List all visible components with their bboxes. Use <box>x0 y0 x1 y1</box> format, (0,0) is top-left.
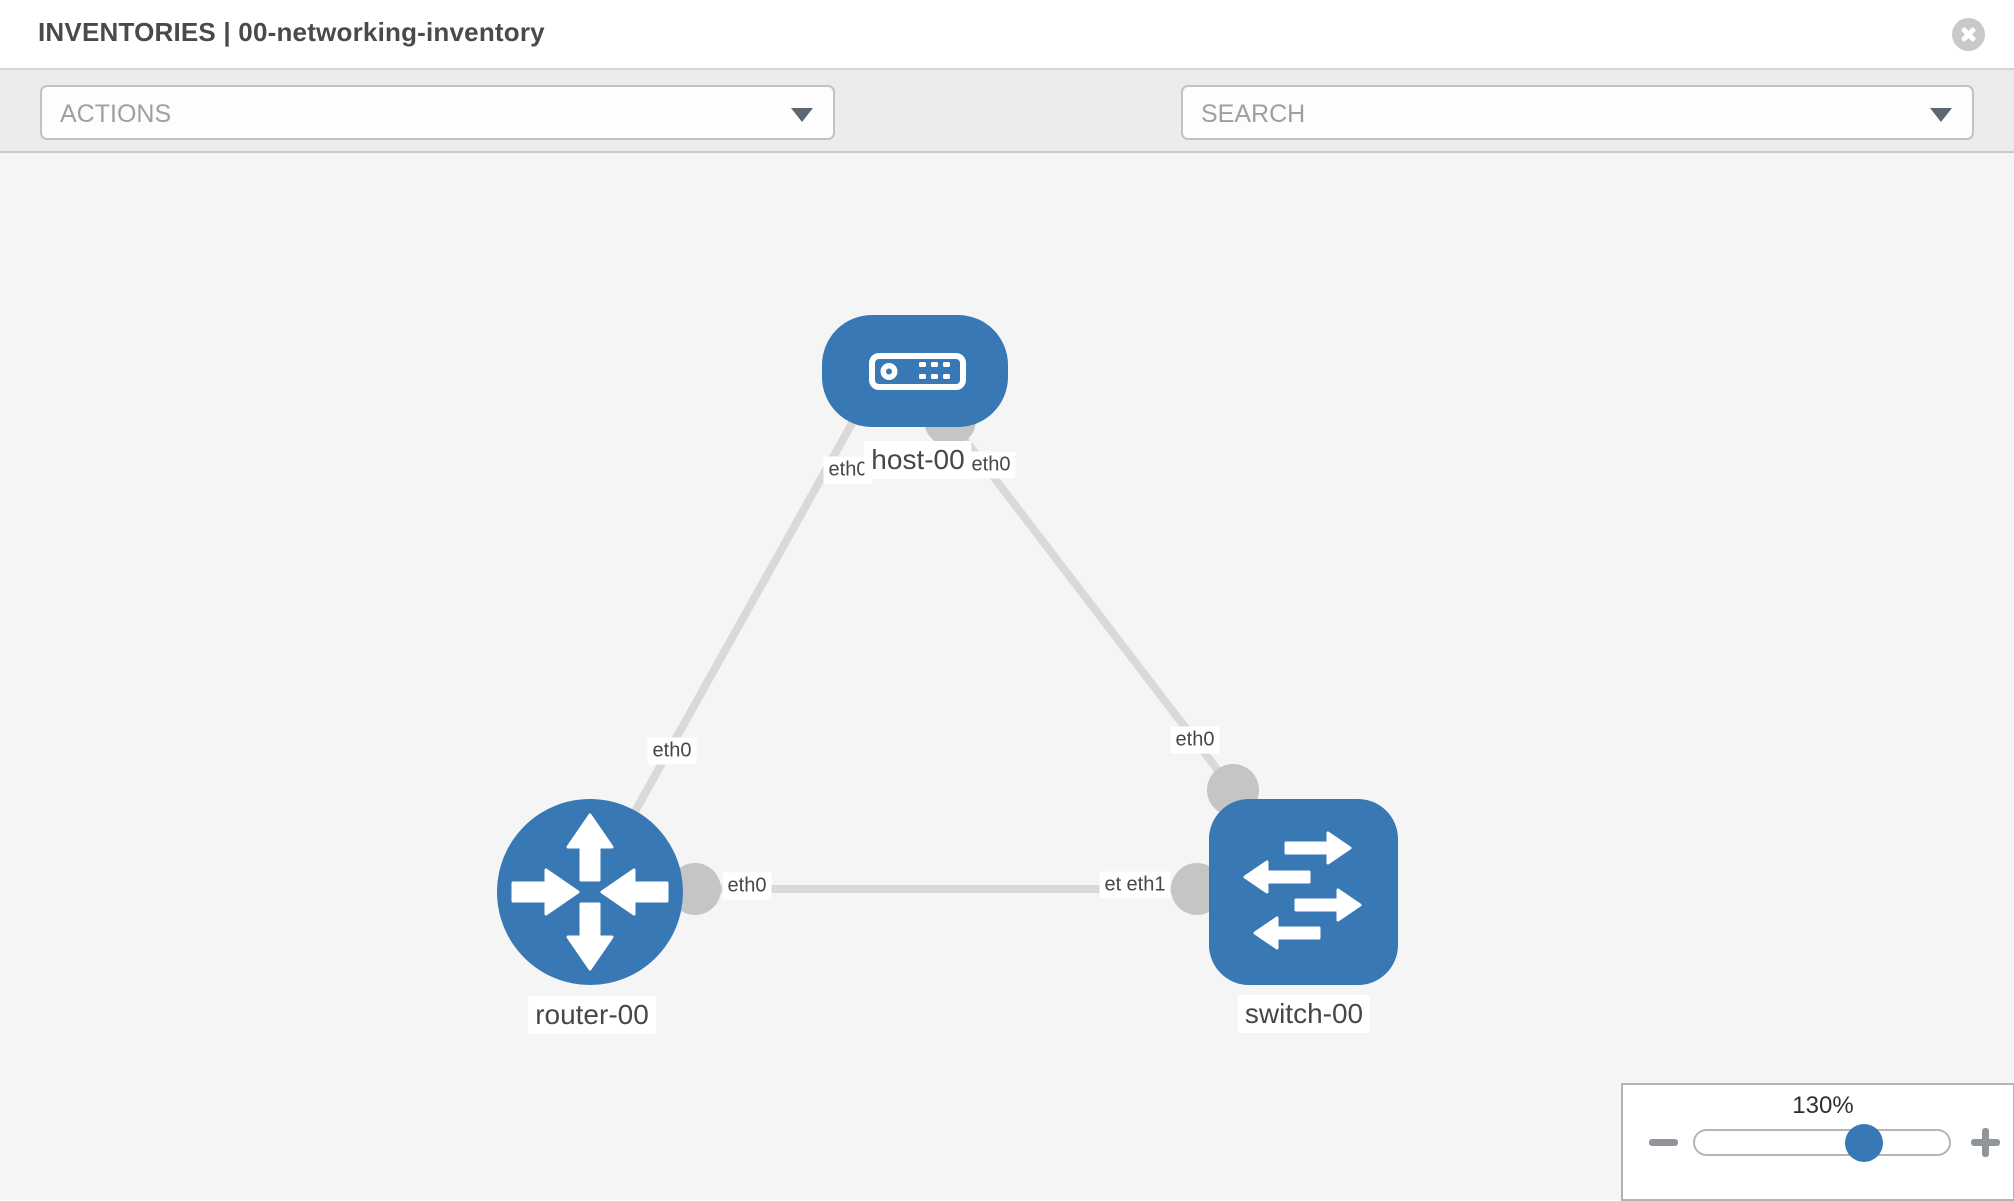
node-label-host: host-00 <box>864 441 972 479</box>
page-header: INVENTORIES | 00-networking-inventory <box>0 0 2014 70</box>
zoom-out-button[interactable] <box>1649 1139 1678 1146</box>
zoom-slider-track[interactable] <box>1693 1129 1951 1156</box>
actions-dropdown[interactable]: ACTIONS <box>40 85 835 140</box>
interface-label: eth0 <box>1170 726 1220 754</box>
interface-label: eth0 <box>647 737 697 765</box>
search-placeholder: SEARCH <box>1201 100 1306 128</box>
topology-canvas[interactable]: eth0 eth0 eth0 eth0 eth0 eth0 eth1 host-… <box>0 153 2014 1200</box>
zoom-control-panel: 130% <box>1621 1083 2014 1201</box>
host-icon <box>869 353 966 390</box>
interface-label: eth0 <box>722 872 772 900</box>
interface-label: eth0 <box>966 451 1016 479</box>
switch-icon <box>1243 831 1362 950</box>
node-host-00[interactable] <box>822 315 1008 427</box>
zoom-in-button[interactable] <box>1971 1128 2000 1157</box>
chevron-down-icon <box>1930 108 1952 122</box>
interface-label: eth1 <box>1121 871 1171 899</box>
toolbar: ACTIONS SEARCH <box>0 70 2014 204</box>
search-dropdown[interactable]: SEARCH <box>1181 85 1974 140</box>
close-icon[interactable] <box>1952 18 1985 51</box>
node-label-switch: switch-00 <box>1237 995 1371 1033</box>
page-title: INVENTORIES | 00-networking-inventory <box>38 17 545 47</box>
node-switch-00[interactable] <box>1209 799 1398 985</box>
zoom-level-value: 130% <box>1792 1092 1854 1119</box>
chevron-down-icon <box>791 108 813 122</box>
node-router-00[interactable] <box>497 799 683 985</box>
link-host-router <box>586 398 869 894</box>
actions-dropdown-label: ACTIONS <box>60 100 172 128</box>
router-icon <box>511 813 669 971</box>
node-label-router: router-00 <box>528 996 656 1034</box>
zoom-slider-handle[interactable] <box>1845 1124 1883 1162</box>
